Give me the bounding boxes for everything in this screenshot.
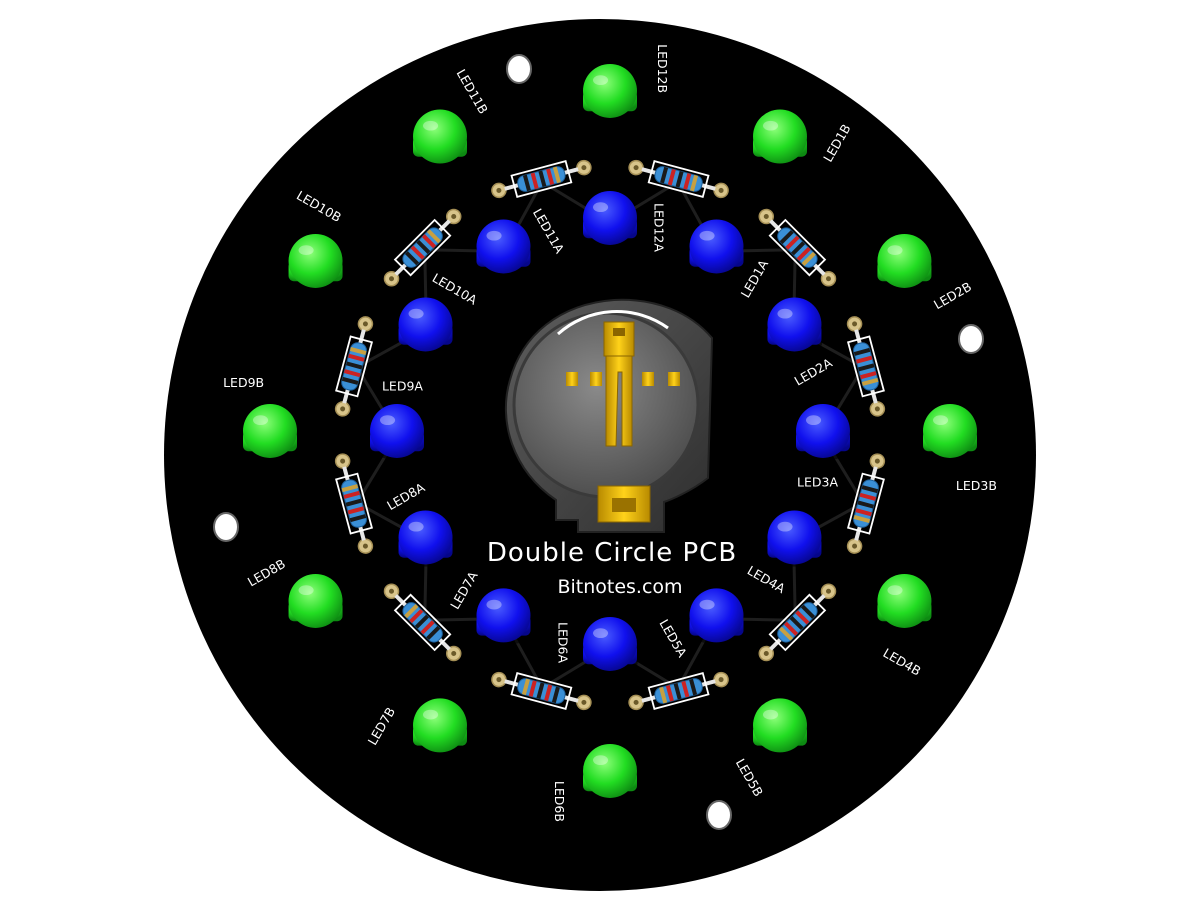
resistor: [491, 671, 592, 711]
green-led: [413, 698, 468, 755]
blue-led: [398, 297, 454, 354]
mounting-hole: [213, 512, 239, 542]
battery-contact: [566, 321, 680, 523]
green-led: [877, 233, 933, 291]
blue-led: [689, 219, 745, 276]
resistor: [383, 208, 462, 287]
inner-led-label: LED3A: [797, 474, 838, 489]
blue-led: [689, 588, 745, 645]
green-led: [877, 573, 933, 631]
green-led: [583, 743, 638, 801]
green-led: [753, 698, 808, 755]
green-led: [583, 63, 638, 121]
mounting-holes: [213, 54, 984, 830]
resistor: [334, 453, 374, 554]
blue-led: [796, 403, 851, 461]
inner-led-label: LED6A: [556, 622, 571, 663]
inner-led-label: LED12A: [651, 203, 666, 252]
inner-led-ring: LED1ALED2ALED3ALED4ALED5ALED6ALED7ALED8A…: [370, 190, 851, 674]
green-led: [753, 109, 808, 166]
green-led: [923, 403, 978, 461]
resistor: [491, 159, 592, 199]
outer-led-ring: LED1BLED2BLED3BLED4BLED5BLED6BLED7BLED8B…: [223, 44, 997, 822]
holder-silk-arc: [556, 310, 669, 336]
outer-led-label: LED3B: [956, 478, 997, 493]
blue-led: [767, 297, 823, 354]
mounting-hole: [958, 324, 984, 354]
resistor: [846, 453, 886, 554]
mounting-hole: [506, 54, 532, 84]
resistor: [383, 583, 462, 662]
blue-led: [476, 588, 532, 645]
board-subtitle: Bitnotes.com: [557, 576, 682, 598]
outer-led-label: LED6B: [552, 781, 567, 822]
green-led: [413, 109, 468, 166]
resistor: [334, 316, 374, 417]
blue-led: [583, 616, 638, 674]
blue-led: [370, 403, 425, 461]
green-led: [243, 403, 298, 461]
blue-led: [583, 190, 638, 248]
blue-led: [476, 219, 532, 276]
resistor: [758, 208, 837, 287]
green-led: [288, 233, 344, 291]
resistors: [334, 159, 886, 711]
outer-led-label: LED9B: [223, 375, 264, 390]
mounting-hole: [706, 800, 732, 830]
green-led: [288, 573, 344, 631]
outer-led-label: LED12B: [655, 44, 670, 93]
resistor: [846, 316, 886, 417]
resistor: [758, 583, 837, 662]
resistor: [628, 159, 729, 199]
blue-led: [398, 510, 454, 567]
board-title: Double Circle PCB: [487, 538, 737, 568]
inner-led-label: LED9A: [382, 379, 423, 394]
resistor: [628, 671, 729, 711]
battery-holder: [504, 298, 714, 533]
blue-led: [767, 510, 823, 567]
